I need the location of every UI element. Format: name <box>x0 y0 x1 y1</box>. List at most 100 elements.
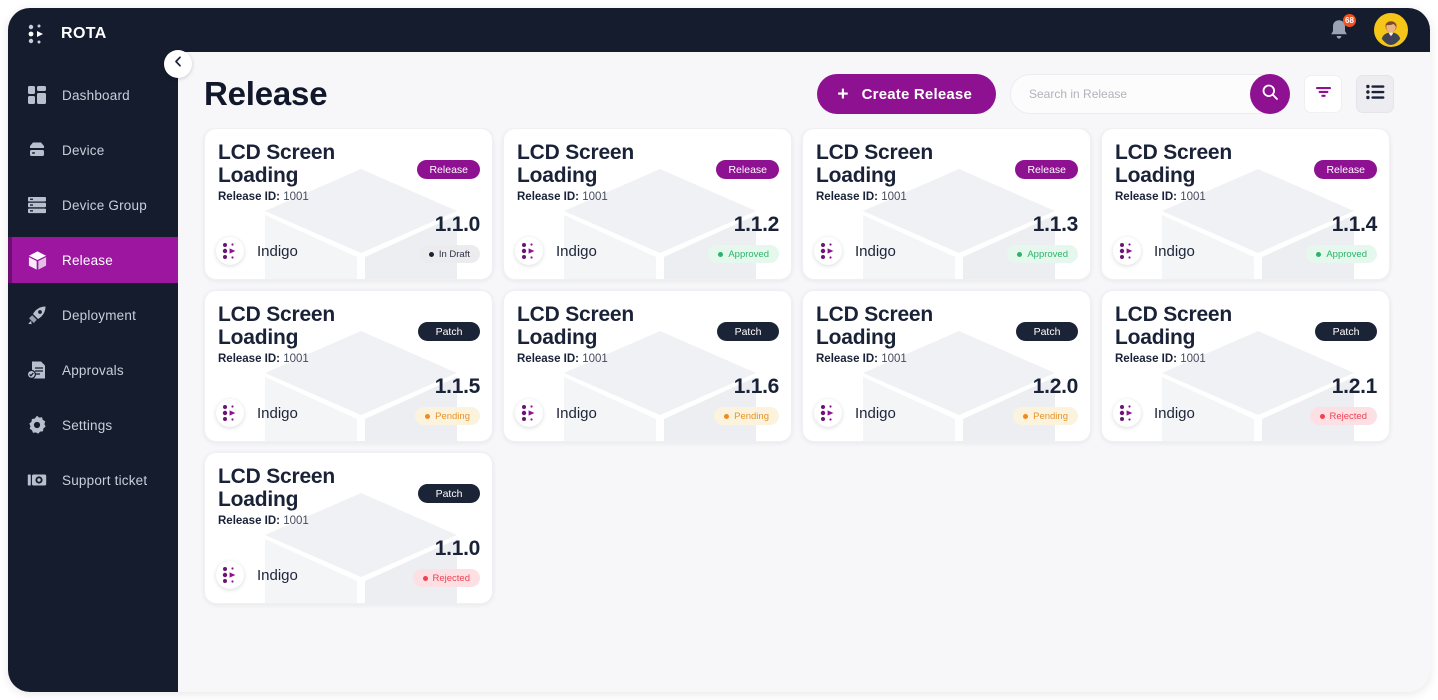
card-owner-name: Indigo <box>556 242 597 260</box>
sidebar-item-support-ticket[interactable]: Support ticket <box>8 457 178 503</box>
rocket-icon <box>26 304 48 326</box>
main-panel: 68 Release + <box>164 8 1430 692</box>
status-dot-icon <box>718 251 724 257</box>
status-label: Rejected <box>1329 410 1368 422</box>
card-owner-name: Indigo <box>1154 242 1195 260</box>
card-release-id: Release ID: 1001 <box>517 191 608 203</box>
status-dot-icon <box>1017 251 1023 257</box>
status-dot-icon <box>724 413 730 419</box>
create-release-label: Create Release <box>861 85 972 103</box>
sidebar-item-device[interactable]: Device <box>8 127 178 173</box>
release-id-value: 1001 <box>881 353 907 365</box>
card-title: LCD Screen Loading <box>1115 303 1233 349</box>
status-label: Rejected <box>432 572 471 584</box>
search-container <box>1010 74 1290 114</box>
release-type-badge: Release <box>716 160 779 179</box>
release-id-value: 1001 <box>582 191 608 203</box>
search-input[interactable] <box>1010 74 1290 114</box>
card-owner-name: Indigo <box>257 404 298 422</box>
sidebar-item-dashboard[interactable]: Dashboard <box>8 72 178 118</box>
sidebar-item-label: Support ticket <box>62 472 148 488</box>
chevron-left-icon <box>172 55 185 73</box>
status-label: Approved <box>1326 248 1367 260</box>
sidebar-collapse-button[interactable] <box>164 50 192 78</box>
page-header: Release + Create Release <box>178 52 1430 128</box>
release-id-label: Release ID: <box>517 191 580 203</box>
indigo-logo-icon <box>515 237 543 265</box>
card-version: 1.1.2 <box>733 213 780 236</box>
card-owner-name: Indigo <box>257 242 298 260</box>
sidebar-item-label: Device <box>62 142 105 158</box>
card-title: LCD Screen Loading <box>218 303 336 349</box>
rota-dots-logo-icon <box>26 22 50 46</box>
device-icon <box>26 139 48 161</box>
sidebar-item-device-group[interactable]: Device Group <box>8 182 178 228</box>
card-title: LCD Screen Loading <box>517 141 635 187</box>
card-title: LCD Screen Loading <box>218 141 336 187</box>
sidebar-item-label: Release <box>62 252 113 268</box>
card-title: LCD Screen Loading <box>1115 141 1233 187</box>
card-version: 1.2.0 <box>1032 375 1079 398</box>
release-id-label: Release ID: <box>218 191 281 203</box>
release-id-value: 1001 <box>283 191 309 203</box>
search-button[interactable] <box>1250 74 1290 114</box>
status-label: Pending <box>734 410 769 422</box>
card-owner: Indigo <box>814 237 896 265</box>
indigo-logo-icon <box>216 561 244 589</box>
release-type-badge: Release <box>1314 160 1377 179</box>
card-owner: Indigo <box>814 399 896 427</box>
release-id-label: Release ID: <box>517 353 580 365</box>
status-dot-icon <box>422 575 428 581</box>
status-badge: Approved <box>708 245 779 263</box>
create-release-button[interactable]: + Create Release <box>817 74 996 114</box>
status-badge: Pending <box>1013 407 1078 425</box>
release-type-badge: Patch <box>1016 322 1078 341</box>
release-id-value: 1001 <box>881 191 907 203</box>
card-title: LCD Screen Loading <box>816 303 934 349</box>
sidebar-nav: Dashboard Device <box>8 72 178 503</box>
release-id-value: 1001 <box>582 353 608 365</box>
indigo-logo-icon <box>814 237 842 265</box>
status-badge: Rejected <box>1309 407 1377 425</box>
brand-name: ROTA <box>61 25 107 42</box>
avatar[interactable] <box>1374 13 1408 47</box>
list-view-button[interactable] <box>1356 75 1394 113</box>
status-dot-icon <box>428 251 434 257</box>
release-id-label: Release ID: <box>218 353 281 365</box>
status-label: Pending <box>1033 410 1068 422</box>
sidebar-item-label: Approvals <box>62 362 124 378</box>
indigo-logo-icon <box>814 399 842 427</box>
status-badge: Rejected <box>412 569 480 587</box>
notification-bell-button[interactable]: 68 <box>1326 14 1356 43</box>
release-id-value: 1001 <box>1180 353 1206 365</box>
card-release-id: Release ID: 1001 <box>218 353 309 365</box>
card-owner-name: Indigo <box>556 404 597 422</box>
sidebar-item-deployment[interactable]: Deployment <box>8 292 178 338</box>
release-type-badge: Release <box>417 160 480 179</box>
sidebar: ROTA Dashboard <box>8 8 178 692</box>
sidebar-item-label: Device Group <box>62 197 147 213</box>
card-version: 1.1.6 <box>733 375 780 398</box>
sidebar-item-settings[interactable]: Settings <box>8 402 178 448</box>
release-type-badge: Patch <box>1315 322 1377 341</box>
indigo-logo-icon <box>216 399 244 427</box>
status-label: Approved <box>1027 248 1068 260</box>
release-id-label: Release ID: <box>1115 353 1178 365</box>
release-type-badge: Release <box>1015 160 1078 179</box>
card-release-id: Release ID: 1001 <box>816 191 907 203</box>
sidebar-item-release[interactable]: Release <box>8 237 178 283</box>
filter-button[interactable] <box>1304 75 1342 113</box>
indigo-logo-icon <box>1113 237 1141 265</box>
sidebar-item-approvals[interactable]: Approvals <box>8 347 178 393</box>
card-owner-name: Indigo <box>855 242 896 260</box>
